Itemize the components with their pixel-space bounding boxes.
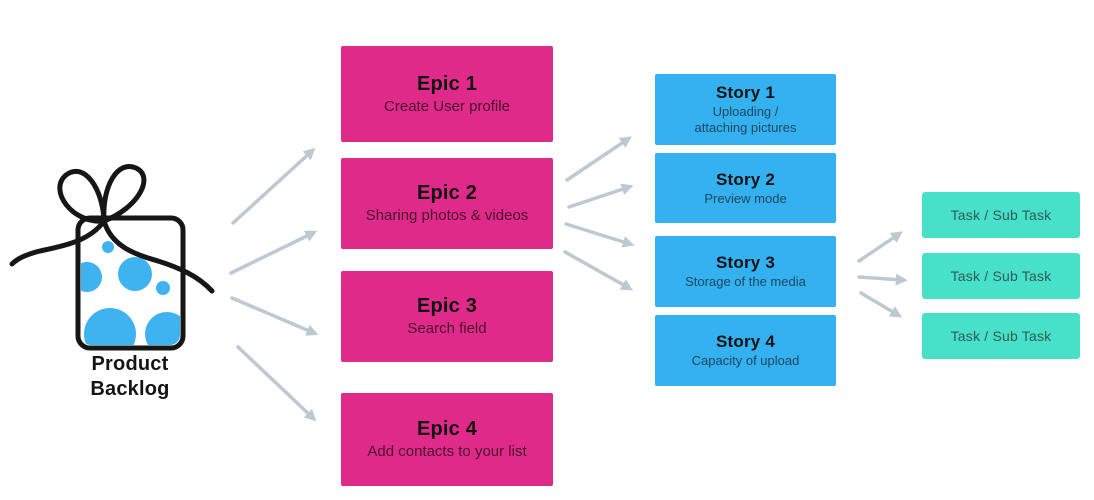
story-1-title: Story 1 [715,83,776,102]
product-backlog-label: Product Backlog [90,353,170,400]
task-3-box: Task / Sub Task [922,313,1080,359]
epic-4-subtitle: Add contacts to your list [367,443,527,460]
epic-3-box: Epic 3 Search field [341,271,553,362]
epic-4-box: Epic 4 Add contacts to your list [341,393,553,486]
epic-1-box: Epic 1 Create User profile [341,46,553,142]
story-2-box: Story 2 Preview mode [655,153,836,223]
task-2-label: Task / Sub Task [950,268,1052,284]
story-2-subtitle: Preview mode [704,190,787,206]
epic-1-subtitle: Create User profile [384,97,510,115]
story-3-subtitle: Storage of the media [685,274,806,289]
epic-2-box: Epic 2 Sharing photos & videos [341,158,553,249]
story-3-title: Story 3 [715,253,776,272]
task-1-box: Task / Sub Task [922,192,1080,238]
gift-box-dots [81,241,180,345]
epic-1-title: Epic 1 [416,72,478,95]
arrow-story3-task1 [857,231,903,263]
arrow-story3-task2 [857,273,908,286]
arrow-epic2-story2 [567,183,634,209]
task-2-box: Task / Sub Task [922,253,1080,299]
arrow-epic2-story1 [565,136,632,182]
arrow-epic2-story3 [564,222,635,248]
arrow-epic2-story4 [563,250,634,291]
task-3-label: Task / Sub Task [950,328,1052,344]
story-2-title: Story 2 [715,169,776,189]
arrow-story3-task3 [859,291,903,318]
gift-bow [9,164,215,294]
story-3-box: Story 3 Storage of the media [655,236,836,307]
epic-3-title: Epic 3 [416,295,478,317]
story-4-subtitle: Capacity of upload [691,353,800,368]
task-1-label: Task / Sub Task [950,207,1052,223]
story-4-title: Story 4 [715,332,776,351]
epic-2-title: Epic 2 [416,182,478,204]
story-1-box: Story 1 Uploading / attaching pictures [655,74,836,145]
gift-box-icon [9,164,215,351]
story-4-box: Story 4 Capacity of upload [655,315,836,386]
epic-3-subtitle: Search field [407,320,487,337]
story-1-subtitle: Uploading / attaching pictures [694,104,797,135]
epic-4-title: Epic 4 [416,418,478,440]
epic-2-subtitle: Sharing photos & videos [365,207,529,224]
